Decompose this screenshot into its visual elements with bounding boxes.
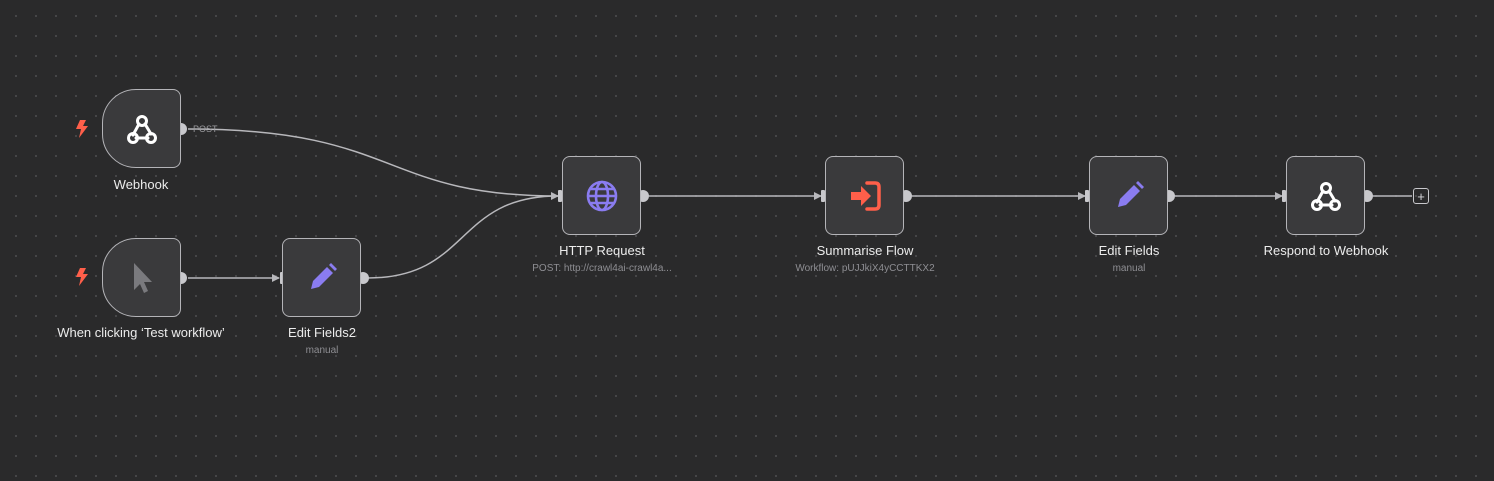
node-summarise-flow[interactable] xyxy=(825,156,904,235)
trigger-bolt-icon xyxy=(76,120,88,138)
sign-in-icon xyxy=(845,176,885,216)
connection-editfields2-to-http[interactable] xyxy=(367,195,559,279)
pencil-icon xyxy=(302,258,342,298)
input-handle[interactable] xyxy=(821,190,825,202)
node-http-request[interactable] xyxy=(562,156,641,235)
node-sublabel-summarise-flow: Workflow: pUJJkiX4yCCTTKX2 xyxy=(795,263,935,274)
node-edit-fields2[interactable] xyxy=(282,238,361,317)
node-sublabel-edit-fields: manual xyxy=(1112,263,1146,274)
node-edit-fields[interactable] xyxy=(1089,156,1168,235)
cursor-icon xyxy=(122,258,162,298)
node-label-manual-trigger: When clicking ‘Test workflow’ xyxy=(57,325,225,340)
node-label-webhook: Webhook xyxy=(113,177,169,192)
webhook-icon xyxy=(122,109,162,149)
webhook-icon xyxy=(1306,176,1346,216)
node-label-respond-to-webhook: Respond to Webhook xyxy=(1263,243,1389,258)
node-sublabel-edit-fields2: manual xyxy=(305,345,339,356)
node-label-edit-fields2: Edit Fields2 xyxy=(288,325,356,340)
node-label-http-request: HTTP Request xyxy=(559,243,645,258)
webhook-output-label: POST xyxy=(193,124,218,134)
node-webhook[interactable] xyxy=(102,89,181,168)
node-label-edit-fields: Edit Fields xyxy=(1098,243,1160,258)
input-handle[interactable] xyxy=(1282,190,1286,202)
plus-icon: + xyxy=(1417,188,1425,204)
globe-icon xyxy=(582,176,622,216)
add-node-button[interactable]: + xyxy=(1413,188,1429,204)
trigger-bolt-icon xyxy=(76,268,88,286)
pencil-icon xyxy=(1109,176,1149,216)
node-label-summarise-flow: Summarise Flow xyxy=(816,243,914,258)
input-handle[interactable] xyxy=(1085,190,1089,202)
node-sublabel-http-request: POST: http://crawl4ai-crawl4a... xyxy=(532,263,672,274)
node-respond-to-webhook[interactable] xyxy=(1286,156,1365,235)
connection-webhook-to-http[interactable] xyxy=(187,128,559,200)
input-handle[interactable] xyxy=(558,190,562,202)
node-manual-trigger[interactable] xyxy=(102,238,181,317)
